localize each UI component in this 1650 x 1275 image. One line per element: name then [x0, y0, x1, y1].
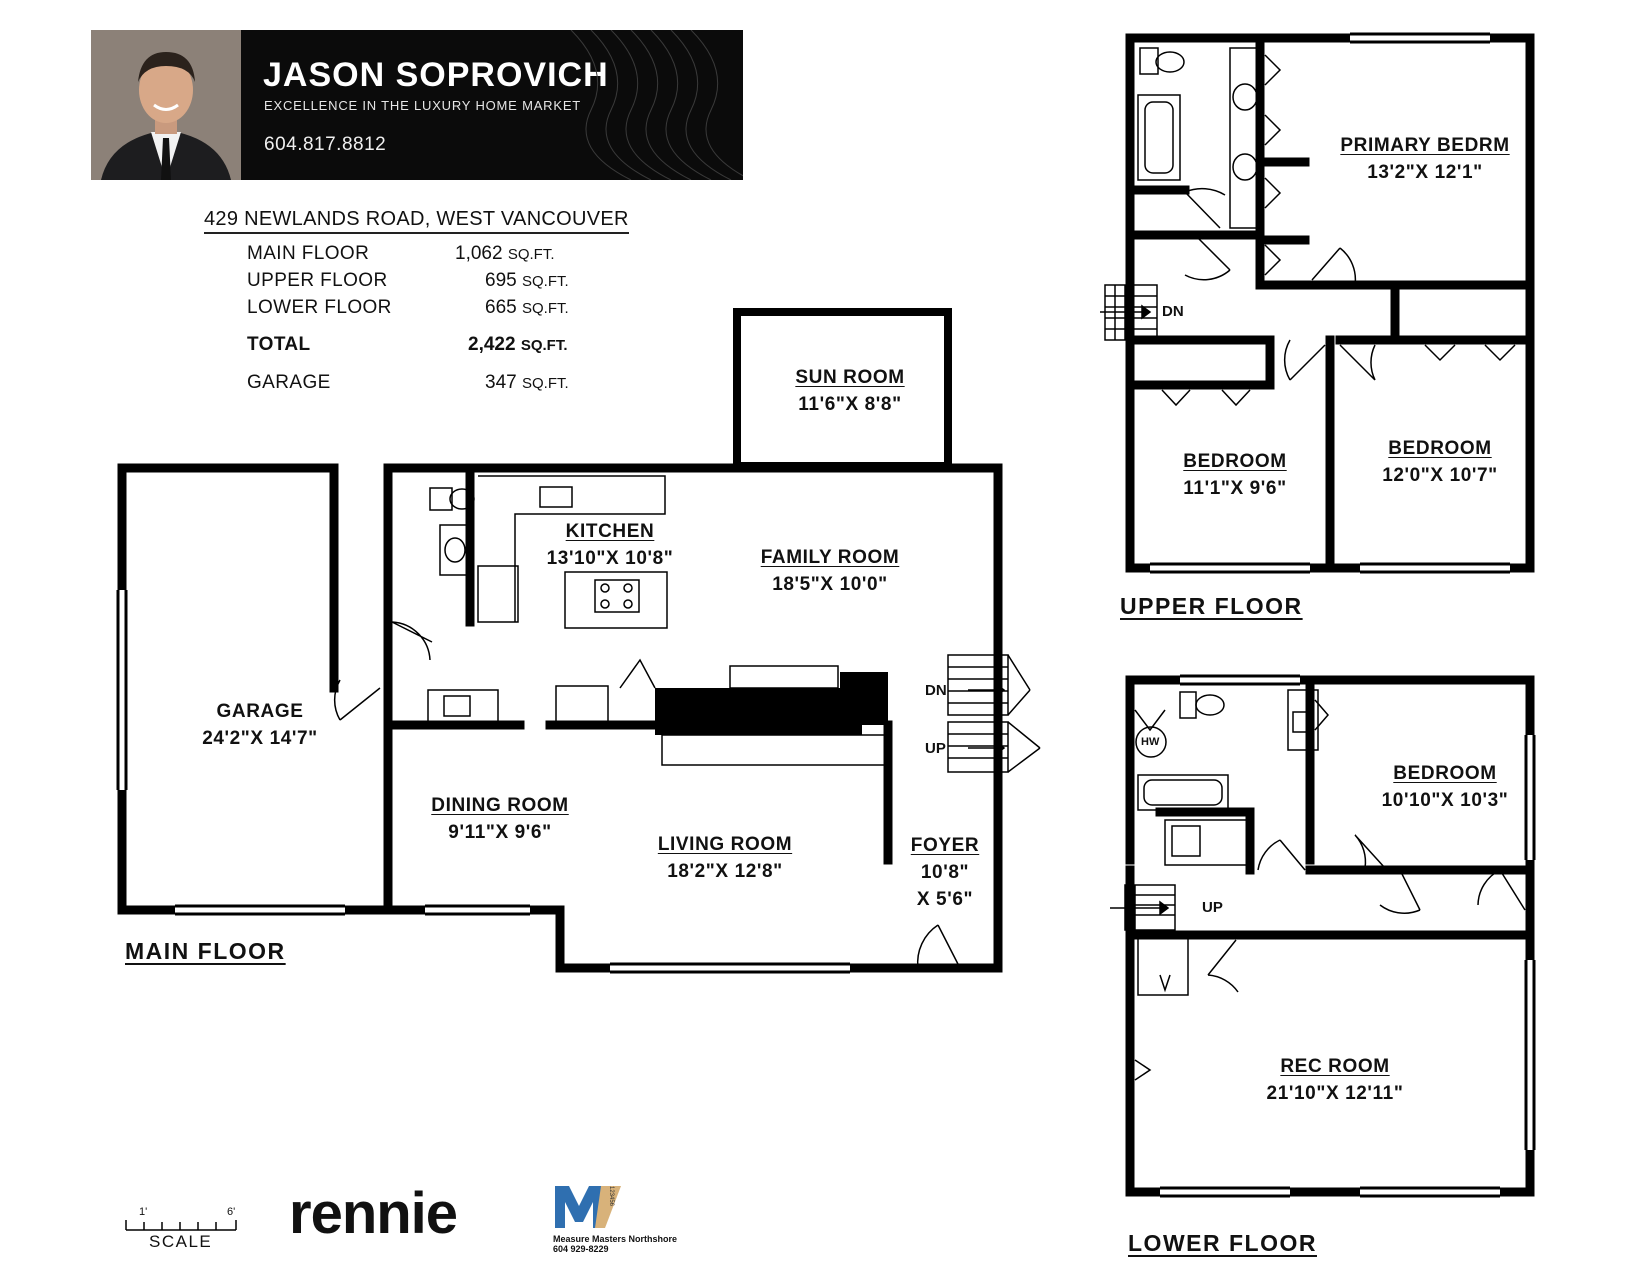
measure-masters-name: Measure Masters Northshore: [553, 1234, 678, 1244]
area-label-garage: GARAGE: [247, 372, 331, 393]
lower-floor-stairs: [1110, 884, 1176, 931]
upper-floor-windows: [1150, 32, 1510, 574]
sun-room-outline: [733, 308, 952, 470]
agent-name: JASON SOPROVICH: [263, 56, 609, 94]
main-floor-title: MAIN FLOOR: [125, 938, 286, 964]
agent-tagline: EXCELLENCE IN THE LUXURY HOME MARKET: [264, 98, 582, 113]
scale-end-label: 6': [227, 1206, 236, 1218]
upper-floor-doors: [1161, 54, 1516, 407]
area-value-upper: 695 SQ.FT.: [485, 270, 569, 291]
agent-phone[interactable]: 604.817.8812: [264, 134, 387, 155]
measure-masters-phone: 604 929-8229: [553, 1244, 609, 1254]
kitchen-fixtures: [477, 475, 668, 629]
scale-bar-ticks: [125, 1220, 237, 1231]
area-label-total: TOTAL: [247, 334, 311, 355]
area-value-garage: 347 SQ.FT.: [485, 372, 569, 393]
upper-bath-fixtures: [1137, 47, 1261, 229]
lower-floor-walls: [1125, 675, 1535, 1197]
hot-water-tank-label: HW: [1141, 736, 1160, 748]
measure-masters-digits: 123456: [608, 1186, 614, 1207]
area-value-main: 1,062 SQ.FT.: [455, 243, 555, 264]
lower-floor-title: LOWER FLOOR: [1128, 1230, 1317, 1256]
fireplace: [655, 672, 888, 735]
lower-floor-windows: [1160, 674, 1536, 1198]
area-label-upper: UPPER FLOOR: [247, 270, 388, 291]
scale-start-label: 1': [139, 1206, 148, 1218]
main-floor-windows: [116, 590, 850, 974]
scale-label: SCALE: [149, 1232, 213, 1251]
lower-floor-doors: [1134, 699, 1526, 1081]
lower-stairs-up-label: UP: [1202, 899, 1223, 916]
area-label-main: MAIN FLOOR: [247, 243, 370, 264]
main-stairs-down-label: DN: [925, 682, 947, 699]
agent-portrait-icon: [91, 30, 241, 180]
agent-banner: JASON SOPROVICH EXCELLENCE IN THE LUXURY…: [91, 30, 743, 180]
area-label-lower: LOWER FLOOR: [247, 297, 392, 318]
contour-decoration: [570, 30, 743, 180]
main-bath-fixtures: [427, 487, 499, 723]
main-floor-doors: [333, 621, 961, 969]
upper-floor-stairs: [1100, 284, 1158, 341]
upper-stairs-down-label: DN: [1162, 303, 1184, 320]
lower-floor-fixtures: [1135, 689, 1319, 996]
upper-floor-title: UPPER FLOOR: [1120, 593, 1303, 619]
area-value-lower: 665 SQ.FT.: [485, 297, 569, 318]
measure-masters-logo-icon: [555, 1186, 621, 1228]
agent-photo: [91, 30, 241, 180]
rennie-logo: rennie: [289, 1181, 458, 1246]
main-stairs-up-label: UP: [925, 740, 946, 757]
property-address: 429 NEWLANDS ROAD, WEST VANCOUVER: [204, 208, 629, 234]
main-floor-stairs: [947, 654, 1041, 773]
area-value-total: 2,422 SQ.FT.: [468, 334, 568, 355]
